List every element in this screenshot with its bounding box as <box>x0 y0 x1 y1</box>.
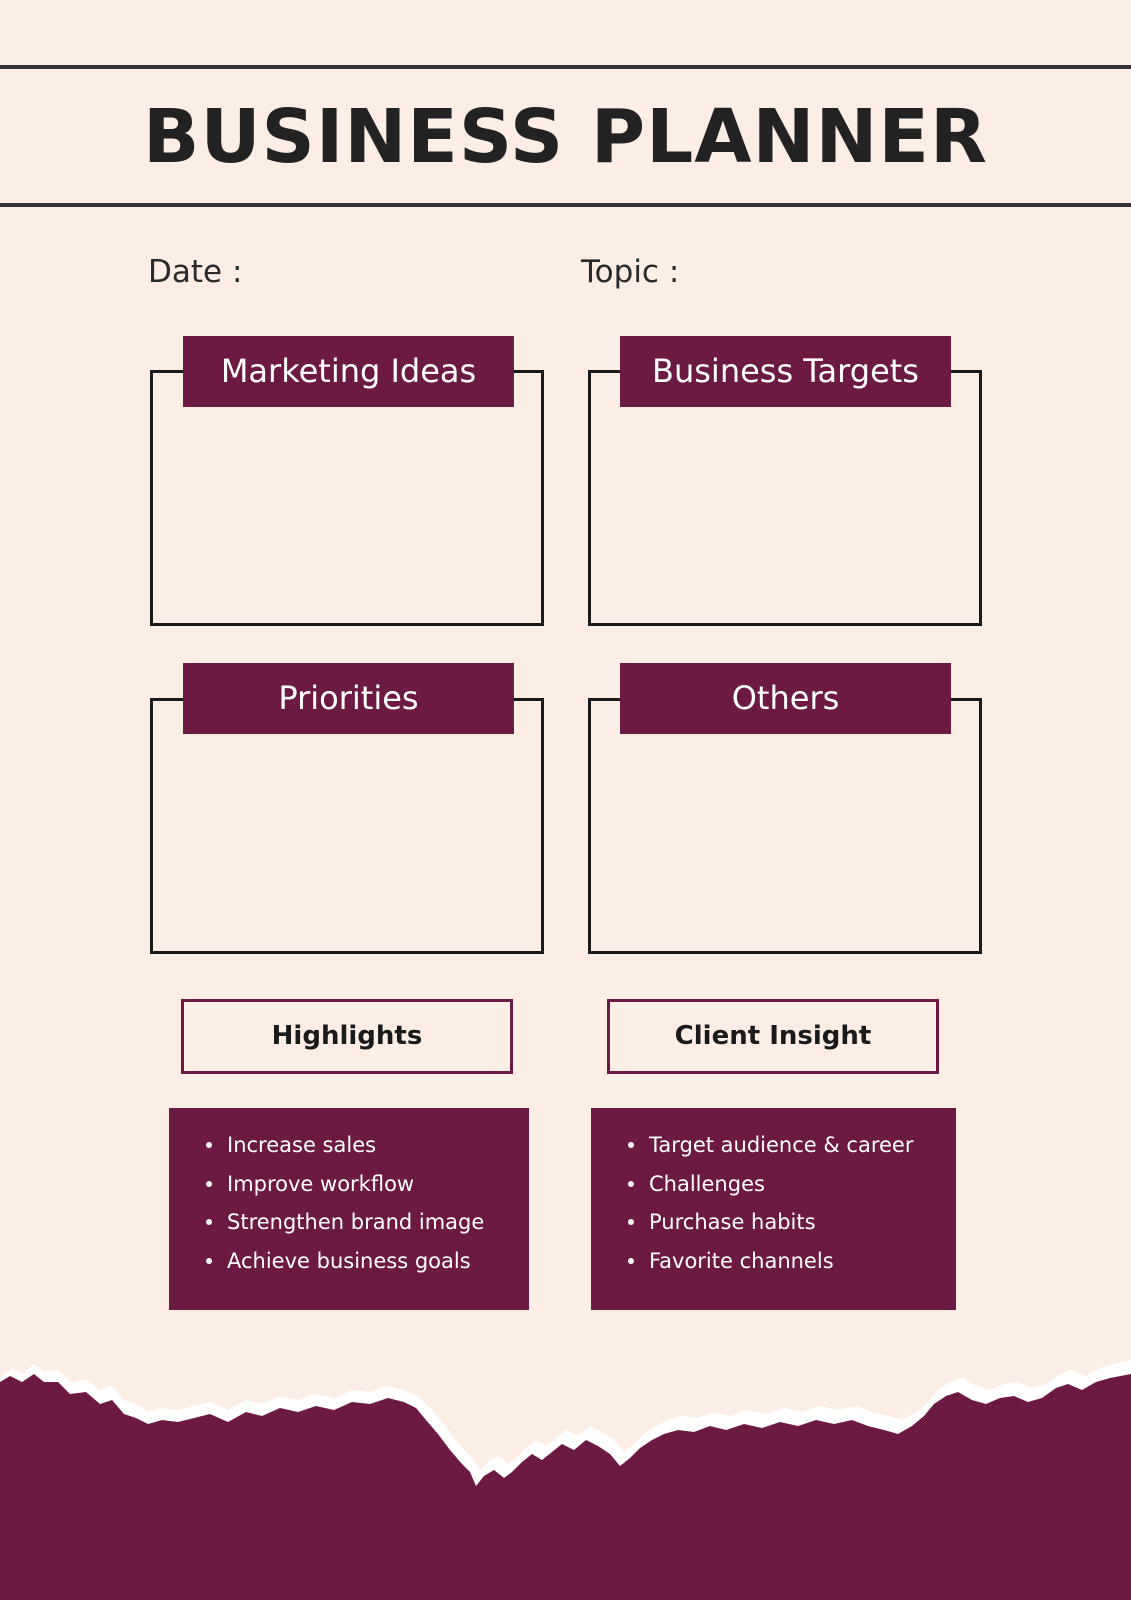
list-item: Increase sales <box>206 1126 529 1165</box>
torn-paper-footer <box>0 1360 1131 1600</box>
bullet-icon <box>628 1257 634 1264</box>
highlights-label: Highlights <box>181 999 513 1074</box>
highlights-list: Increase sales Improve workflow Strength… <box>169 1126 529 1280</box>
bullet-icon <box>206 1180 212 1187</box>
bullet-icon <box>206 1257 212 1264</box>
others-heading: Others <box>620 663 951 734</box>
bullet-icon <box>628 1219 634 1225</box>
list-item: Target audience & career <box>628 1126 956 1165</box>
torn-edge-burgundy <box>0 1374 1131 1600</box>
bullet-icon <box>206 1142 212 1148</box>
highlights-panel: Increase sales Improve workflow Strength… <box>169 1108 529 1310</box>
list-item: Favorite channels <box>628 1242 956 1281</box>
client-insight-label: Client Insight <box>607 999 939 1074</box>
list-item-text: Target audience & career <box>649 1133 914 1157</box>
header-rule-top <box>0 65 1131 69</box>
list-item-text: Strengthen brand image <box>227 1210 485 1234</box>
marketing-ideas-box[interactable] <box>150 370 544 626</box>
marketing-ideas-heading: Marketing Ideas <box>183 336 514 407</box>
business-targets-box[interactable] <box>588 370 982 626</box>
list-item: Improve workflow <box>206 1165 529 1204</box>
date-label: Date : <box>148 254 243 290</box>
list-item-text: Increase sales <box>227 1133 377 1157</box>
list-item: Challenges <box>628 1165 956 1204</box>
header-rule-bottom <box>0 203 1131 207</box>
list-item: Purchase habits <box>628 1203 956 1242</box>
list-item-text: Improve workflow <box>227 1171 415 1196</box>
business-targets-heading: Business Targets <box>620 336 951 407</box>
bullet-icon <box>628 1142 634 1148</box>
others-box[interactable] <box>588 698 982 954</box>
list-item-text: Challenges <box>649 1171 765 1196</box>
priorities-heading: Priorities <box>183 663 514 734</box>
priorities-box[interactable] <box>150 698 544 954</box>
list-item-text: Achieve business goals <box>227 1248 471 1273</box>
list-item-text: Favorite channels <box>649 1248 834 1273</box>
bullet-icon <box>206 1219 212 1225</box>
list-item-text: Purchase habits <box>649 1210 816 1234</box>
topic-label: Topic : <box>581 254 680 290</box>
page-title: BUSINESS PLANNER <box>143 94 988 180</box>
client-insight-panel: Target audience & career Challenges Purc… <box>591 1108 956 1310</box>
client-insight-list: Target audience & career Challenges Purc… <box>591 1126 956 1280</box>
list-item: Strengthen brand image <box>206 1203 529 1242</box>
list-item: Achieve business goals <box>206 1242 529 1281</box>
bullet-icon <box>628 1180 634 1187</box>
